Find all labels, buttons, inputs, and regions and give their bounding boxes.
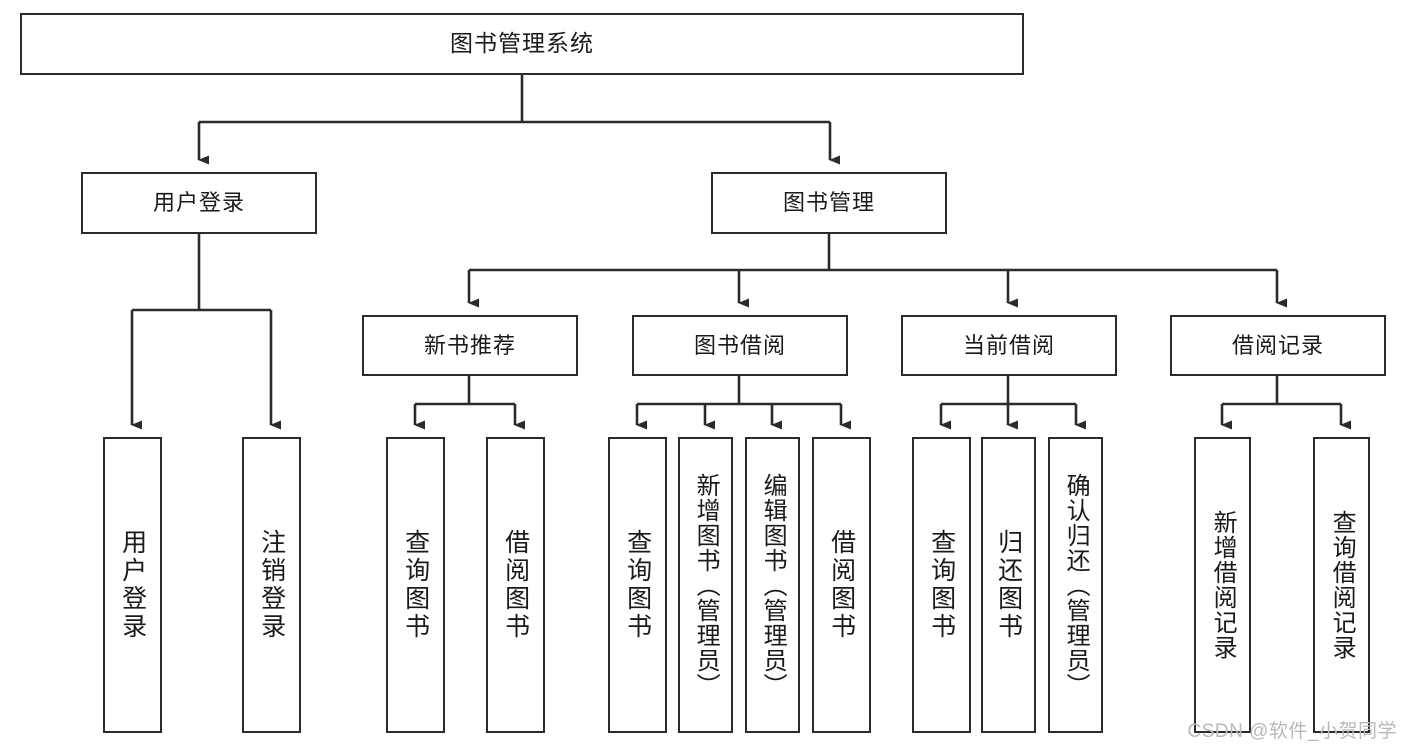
leaf-book-borrow-add[interactable]: 新增图书（管理员） [678, 437, 733, 733]
node-label: 查询图书 [927, 529, 956, 641]
node-book-borrow[interactable]: 图书借阅 [632, 315, 848, 376]
node-label: 借阅记录 [1231, 332, 1324, 358]
node-user-login[interactable]: 用户登录 [81, 172, 317, 234]
leaf-user-login-logout[interactable]: 注销登录 [242, 437, 301, 733]
node-label: 用户登录 [152, 190, 245, 216]
node-label: 确认归还（管理员） [1062, 472, 1090, 698]
leaf-borrow-record-add[interactable]: 新增借阅记录 [1194, 437, 1251, 733]
node-label: 归还图书 [994, 529, 1023, 641]
node-label: 新增借阅记录 [1209, 510, 1237, 660]
node-label: 图书借阅 [693, 332, 786, 358]
leaf-book-borrow-query[interactable]: 查询图书 [608, 437, 667, 733]
node-label: 查询借阅记录 [1328, 510, 1356, 660]
node-label: 当前借阅 [962, 332, 1055, 358]
csdn-watermark: CSDN @软件_小贺同学 [1187, 721, 1397, 742]
leaf-current-borrow-confirm-return[interactable]: 确认归还（管理员） [1048, 437, 1103, 733]
node-label: 借阅图书 [827, 529, 856, 641]
leaf-current-borrow-return[interactable]: 归还图书 [981, 437, 1036, 733]
node-label: 注销登录 [257, 529, 286, 641]
node-book-management[interactable]: 图书管理 [711, 172, 947, 234]
leaf-book-borrow-edit[interactable]: 编辑图书（管理员） [745, 437, 800, 733]
leaf-new-book-query[interactable]: 查询图书 [386, 437, 445, 733]
node-label: 图书管理 [782, 190, 875, 216]
leaf-borrow-record-query[interactable]: 查询借阅记录 [1313, 437, 1370, 733]
node-label: 用户登录 [118, 529, 147, 641]
node-label: 查询图书 [623, 529, 652, 641]
leaf-user-login-login[interactable]: 用户登录 [103, 437, 162, 733]
node-new-book-recommend[interactable]: 新书推荐 [362, 315, 578, 376]
node-current-borrow[interactable]: 当前借阅 [901, 315, 1117, 376]
node-borrow-record[interactable]: 借阅记录 [1170, 315, 1386, 376]
leaf-current-borrow-query[interactable]: 查询图书 [912, 437, 971, 733]
node-label: 借阅图书 [501, 529, 530, 641]
node-label: 图书管理系统 [450, 30, 594, 57]
node-label: 新增图书（管理员） [692, 472, 720, 698]
leaf-book-borrow-borrow[interactable]: 借阅图书 [812, 437, 871, 733]
node-label: 新书推荐 [423, 332, 516, 358]
node-label: 查询图书 [401, 529, 430, 641]
node-label: 编辑图书（管理员） [759, 472, 787, 698]
node-root-system[interactable]: 图书管理系统 [20, 13, 1024, 75]
leaf-new-book-borrow[interactable]: 借阅图书 [486, 437, 545, 733]
